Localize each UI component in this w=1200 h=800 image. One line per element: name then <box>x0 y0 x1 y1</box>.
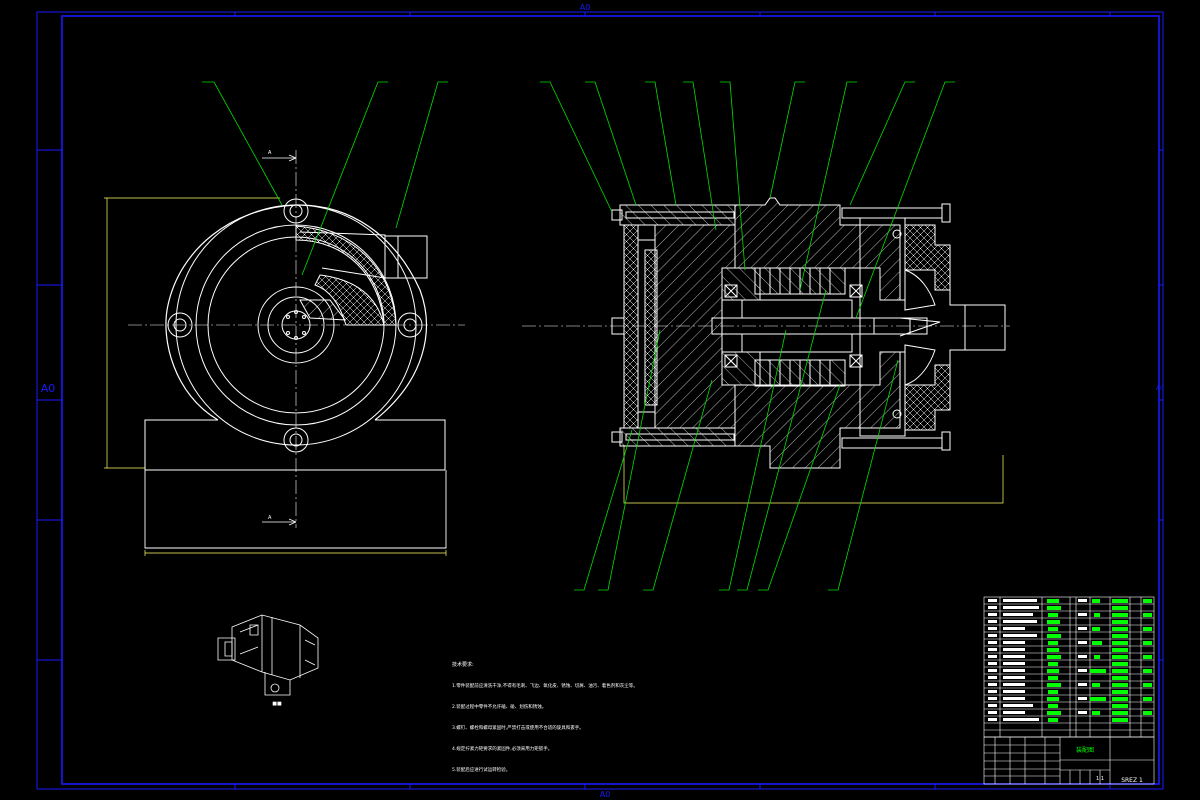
top-zone-label: A0 <box>580 3 591 12</box>
technical-note-5: 5.装配后应进行试运转检验。 <box>452 768 511 773</box>
title-block-scale: 1:1 <box>1096 776 1104 782</box>
section-view <box>611 197 1006 504</box>
sheet-border <box>36 11 1164 790</box>
title-block <box>983 736 1155 785</box>
section-marks <box>262 154 297 526</box>
section-mark-top: A <box>268 150 272 156</box>
title-block-drawing-no: SREZ 1 <box>1121 777 1143 784</box>
bottom-zone-label: A0 <box>600 790 611 799</box>
technical-notes-title: 技术要求: <box>452 662 474 668</box>
technical-notes: 技术要求: 1.零件装配前应清洗干净,不得有毛刺、飞边、氧化皮、锈蚀、切屑、油污… <box>452 648 638 781</box>
parts-list-text-fill <box>988 599 1087 721</box>
iso-view-caption: ■■ <box>272 701 282 707</box>
technical-note-4: 4.规定拧紧力矩要求的紧固件,必须采用力矩扳手。 <box>452 747 553 752</box>
front-view-leaders <box>202 81 448 276</box>
parts-list <box>983 596 1155 738</box>
title-block-title: 装配图 <box>1076 746 1094 754</box>
section-view-leaders <box>540 81 955 591</box>
iso-view <box>217 614 319 696</box>
technical-note-1: 1.零件装配前应清洗干净,不得有毛刺、飞边、氧化皮、锈蚀、切屑、油污、着色剂和灰… <box>452 684 638 689</box>
right-zone-label: A0 <box>1156 385 1164 392</box>
front-view <box>144 198 447 549</box>
technical-note-2: 2.装配过程中零件不允许磕、碰、划伤和锈蚀。 <box>452 705 547 710</box>
technical-note-3: 3.螺钉、螺栓和螺母紧固时,严禁打击或使用不合适的旋具和扳手。 <box>452 726 584 731</box>
sheet-zone-labels: A0 A0 A0 A0 <box>41 3 1164 799</box>
left-zone-label: A0 <box>41 382 56 395</box>
front-view-dimensions <box>104 197 447 556</box>
parts-list-entries <box>1047 599 1152 722</box>
section-mark-bottom: A <box>268 515 272 521</box>
front-view-centerlines <box>128 150 465 528</box>
